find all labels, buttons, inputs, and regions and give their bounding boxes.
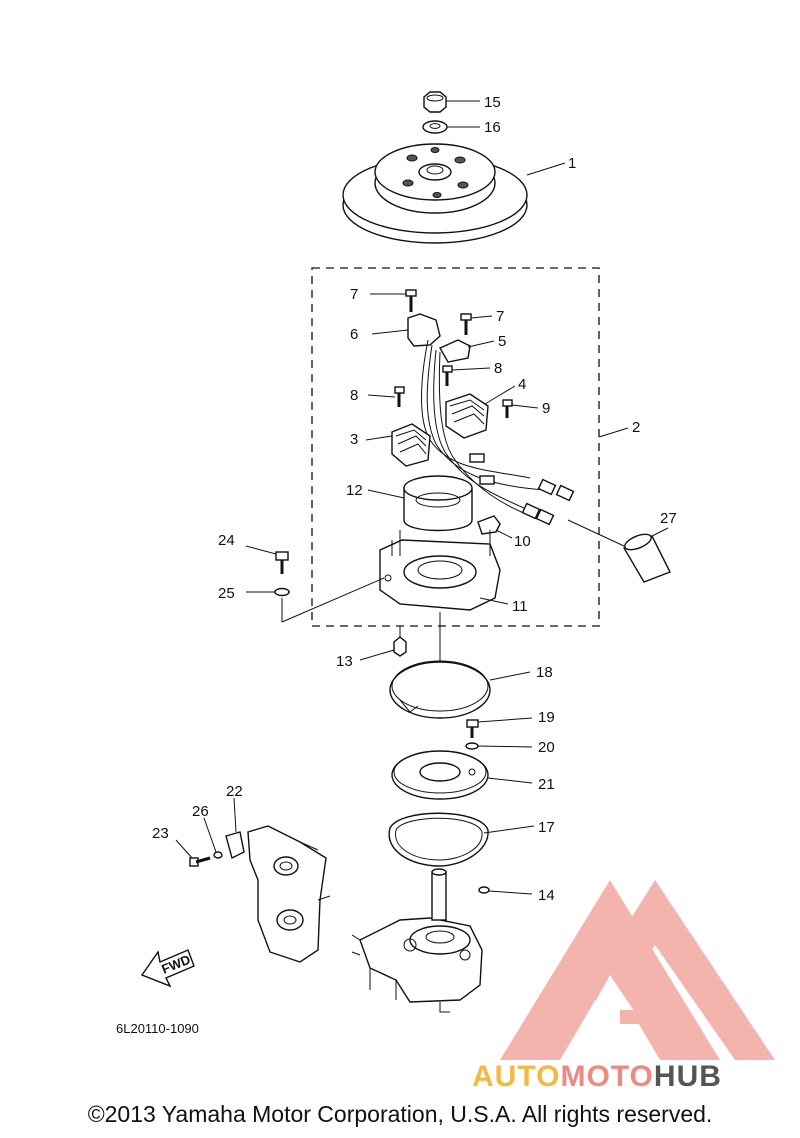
callout-14: 14	[538, 887, 555, 904]
part-20-washer	[465, 742, 533, 750]
watermark-text: AUTOMOTOHUB	[472, 1060, 722, 1093]
callout-9: 9	[542, 400, 550, 417]
callout-3: 3	[350, 431, 358, 448]
callout-7-b: 7	[496, 308, 504, 325]
fastener-lead-line	[281, 577, 385, 623]
part-15-nut	[423, 91, 480, 113]
callout-23: 25	[218, 585, 235, 602]
watermark-logo-icon	[500, 880, 775, 1060]
callout-8-b: 8	[350, 387, 358, 404]
part-3-coil	[365, 423, 431, 467]
part-8-screw	[442, 365, 491, 386]
part-19-bolt	[466, 717, 533, 738]
callout-27: 27	[660, 510, 677, 527]
part-10-clip	[477, 515, 513, 539]
callout-16: 16	[484, 119, 501, 136]
watermark-moto: MOTO	[560, 1060, 653, 1093]
callout-24: 22	[226, 783, 243, 800]
part-8-screw-2	[367, 386, 405, 407]
callout-22: 24	[218, 532, 235, 549]
callout-12: 12	[346, 482, 363, 499]
part-4-coil	[445, 385, 516, 439]
part-1-flywheel	[342, 143, 566, 244]
part-12-cover	[367, 475, 473, 532]
assembly-2-box	[311, 267, 600, 627]
callout-11: 11	[512, 598, 528, 615]
part-24-bracket	[225, 797, 245, 860]
fwd-arrow-icon: FWD	[140, 949, 195, 988]
callout-6: 6	[350, 326, 358, 343]
part-22-bolt	[245, 545, 289, 574]
callout-5: 5	[498, 333, 506, 350]
part-7-screw	[370, 289, 417, 312]
part-18-band	[389, 660, 531, 719]
part-14-seal	[478, 886, 533, 895]
part-13-nut	[359, 626, 407, 661]
left-housing	[247, 825, 331, 963]
drawing-code: 6L20110-1090	[116, 1021, 199, 1036]
part-7-screw-2	[460, 313, 493, 335]
callout-15: 15	[484, 94, 501, 111]
callout-4: 4	[518, 376, 526, 393]
part-26-washer	[203, 817, 223, 859]
part-9-screw	[502, 399, 539, 418]
callout-labels: 15 16 1 7 7 6 5 8 4 8 9 2 3 12 27 10 24 …	[152, 94, 677, 904]
callout-7: 7	[350, 286, 358, 303]
callout-8: 8	[494, 360, 502, 377]
copyright-notice: ©2013 Yamaha Motor Corporation, U.S.A. A…	[87, 1101, 713, 1127]
part-21-plate	[391, 750, 533, 800]
callout-13: 13	[336, 653, 353, 670]
callout-10: 10	[514, 533, 531, 550]
wire-harness	[421, 339, 575, 526]
callout-21: 21	[538, 776, 555, 793]
part-6-bracket	[371, 313, 441, 347]
part-25-screw	[175, 839, 211, 867]
watermark-hub: HUB	[654, 1060, 722, 1093]
part-16-washer	[422, 120, 480, 134]
callout-1: 1	[568, 155, 576, 172]
callout-26: 26	[192, 803, 209, 820]
crankcase-assembly	[351, 868, 483, 1013]
part-11-stator-base	[379, 530, 509, 611]
callout-18: 18	[536, 664, 553, 681]
callout-2: 2	[632, 419, 640, 436]
part-23-washer	[246, 587, 290, 597]
part-5-clamp	[439, 339, 495, 363]
callout-17: 17	[538, 819, 555, 836]
part-27-cap	[567, 519, 671, 583]
callout-19: 19	[538, 709, 555, 726]
watermark-auto: AUTO	[472, 1060, 560, 1093]
callout-20: 20	[538, 739, 555, 756]
callout-25: 23	[152, 825, 169, 842]
part-17-gasket	[388, 812, 535, 867]
